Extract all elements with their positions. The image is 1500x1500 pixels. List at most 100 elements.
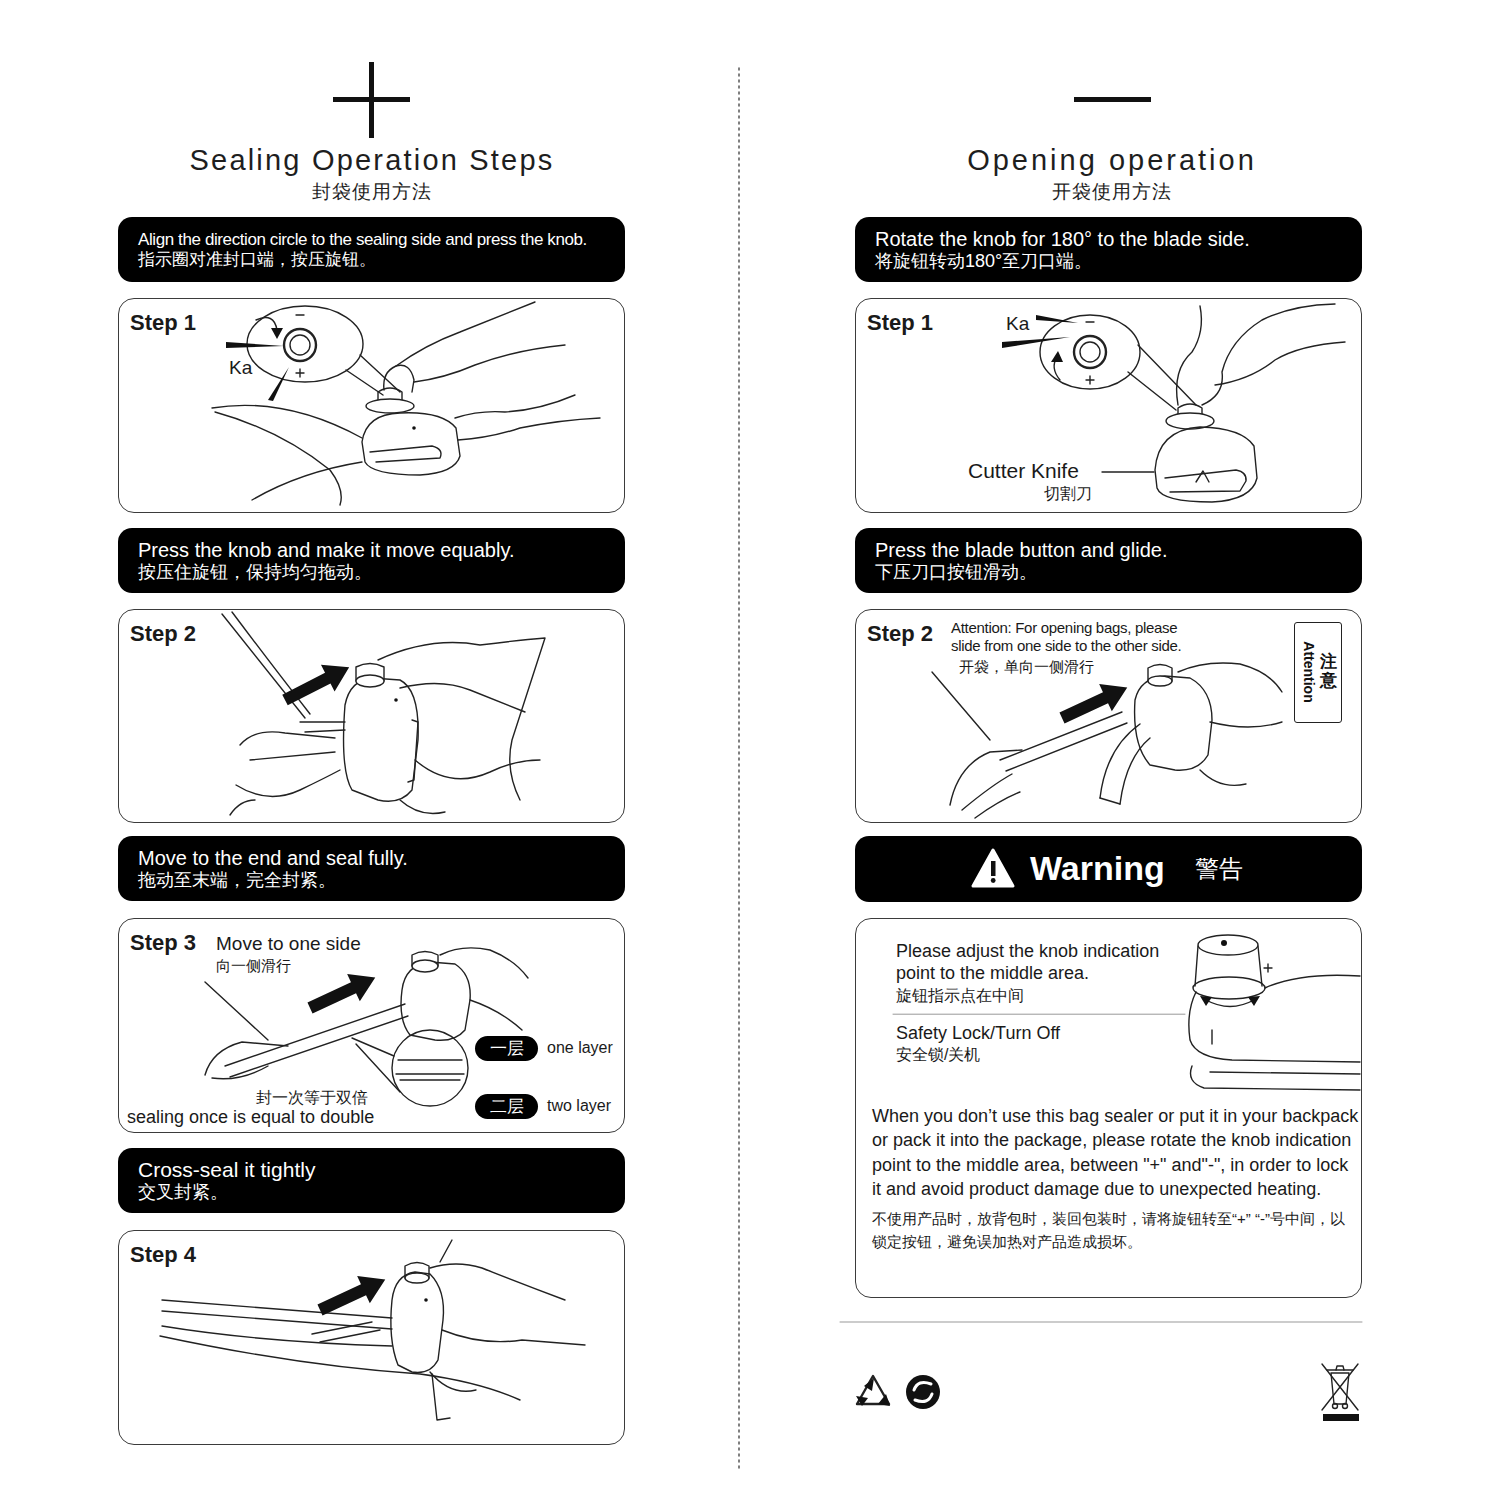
sealing-step1-illustration (414, 345, 565, 382)
sealing-step2-illustration (400, 683, 525, 712)
green-dot-icon (915, 1394, 932, 1402)
sealing-step1-illustration (346, 370, 383, 395)
sealing-step2-illustration (240, 732, 335, 745)
opening-step2-illustration (932, 663, 1282, 818)
opening-step1-illustration (1196, 471, 1209, 482)
sealing-step2-illustration (230, 800, 255, 815)
step-panel: Step 3Move to one side向一侧滑行one layertwo … (118, 918, 625, 1133)
instruction-text: Press the blade button and glide. (875, 539, 1167, 562)
opening-step1-illustration (1089, 376, 1090, 384)
instruction-text: Cross-seal it tightly (138, 1158, 315, 1182)
sealing-step2-illustration (222, 612, 545, 815)
warning-title: Warning (1030, 849, 1165, 888)
opening-step1-illustration (1155, 427, 1257, 502)
step-panel: Step 2 (118, 609, 625, 823)
footer-rule (840, 1322, 1362, 1323)
opening-step2-illustration (1200, 770, 1246, 785)
sealing-step2-illustration (356, 675, 384, 687)
instruction-text-zh: 交叉封紧。 (138, 1182, 228, 1203)
opening-step1-illustration (1002, 337, 1070, 348)
sealing-step1-illustration (215, 412, 341, 505)
footer-rule (840, 1322, 1362, 1323)
step-panel: Step 1KaCutter Knife切割刀 (855, 298, 1362, 513)
sealing-step1-illustration (247, 306, 363, 382)
sealing-step3-illustration (398, 1059, 462, 1060)
opening-step2-illustration (950, 750, 1022, 805)
column-divider (739, 68, 740, 1470)
opening-step2-illustration (1210, 722, 1282, 727)
sealing-step2-illustration (408, 720, 418, 782)
warning-illustration (1191, 1066, 1361, 1090)
layer-tag-text: 一层 (490, 1039, 524, 1059)
weee-bin-icon (1323, 1414, 1359, 1421)
opening-step2-illustration (1056, 674, 1134, 732)
warning-text-zh: 不使用产品时，放背包时，装回包装时，请将旋钮转至“+” “-”号中间，以锁定按钮… (872, 1208, 1359, 1253)
recycle-icon (856, 1376, 890, 1406)
warning-icon (991, 878, 996, 883)
sealing-step3-illustration (401, 962, 470, 1040)
instruction-bar: Align the direction circle to the sealin… (118, 217, 625, 282)
sealing-step2-illustration (300, 721, 345, 722)
warning-text: When you don’t use this bag sealer or pu… (872, 1104, 1359, 1202)
sealing-step3-illustration (304, 964, 382, 1022)
sealing-step1-illustration (366, 399, 414, 413)
sealing-step1-illustration (296, 314, 304, 315)
plus-symbol (369, 62, 374, 138)
opening-step2-illustration (1135, 676, 1212, 770)
instruction-bar: Press the knob and make it move equably.… (118, 528, 625, 593)
opening-step1-illustration (1215, 342, 1345, 385)
sealing-step1-illustration (284, 329, 316, 361)
opening-step2-illustration (1000, 712, 1122, 760)
sealing-step1-illustration (455, 395, 575, 418)
layer-tag-text: 二层 (490, 1097, 524, 1117)
sealing-step1-illustration (290, 335, 310, 355)
sealing-step1-illustration (271, 328, 283, 339)
weee-bin-icon (1331, 1373, 1349, 1404)
sealing-step1-illustration (370, 446, 441, 462)
sealing-step3-illustration (205, 1042, 288, 1075)
sealing-step2-illustration (236, 770, 340, 796)
sealing-step4-illustration (432, 1374, 450, 1420)
instruction-text-zh: 下压刀口按钮滑动。 (875, 562, 1037, 583)
layer-caption: two layer (547, 1097, 611, 1115)
sealing-step1-illustration (396, 302, 535, 366)
warning-illustration (1193, 977, 1265, 999)
sealing-step3-illustration (440, 948, 528, 978)
sealing-step4-illustration (442, 1330, 585, 1345)
instruction-text: Rotate the knob for 180° to the blade si… (875, 228, 1250, 251)
instruction-bar: Cross-seal it tightly交叉封紧。 (118, 1148, 625, 1213)
section-title-zh: 开袋使用方法 (1052, 181, 1172, 203)
instruction-text-zh: 指示圈对准封口端，按压旋钮。 (138, 250, 376, 270)
sealing-step2-illustration (378, 638, 545, 800)
warning-illustration (893, 935, 1360, 1090)
knob-note-zh: 旋钮指示点在中间 (896, 987, 1024, 1005)
instruction-text-zh: 按压住旋钮，保持均匀拖动。 (138, 562, 372, 583)
warning-illustration (1189, 992, 1360, 1062)
sealing-step3-illustration (356, 1044, 400, 1092)
seal-note-zh: 封一次等于双倍 (256, 1089, 368, 1107)
green-dot-icon (906, 1375, 940, 1409)
warning-icon (973, 850, 1013, 886)
sealing-step3-illustration (396, 1073, 464, 1074)
opening-step2-illustration (1100, 798, 1120, 804)
click-sound-label: Ka (1006, 313, 1029, 335)
step-panel: Step 4 (118, 1230, 625, 1445)
recycle-icon (856, 1396, 868, 1406)
opening-step2-illustration (1178, 663, 1282, 692)
weee-bin-icon (1333, 1404, 1338, 1409)
opening-step1-illustration (1177, 306, 1202, 405)
weee-bin-icon (1343, 1404, 1348, 1409)
warning-icon (973, 850, 1013, 886)
green-dot-icon (906, 1375, 940, 1409)
sealing-step1-illustration (362, 413, 460, 475)
opening-step2-illustration (1100, 724, 1140, 798)
knob-note: Please adjust the knob indication point … (896, 941, 1181, 984)
sealing-step4-illustration (405, 1273, 429, 1283)
sealing-step4-illustration (312, 1322, 372, 1334)
warning-title-zh: 警告 (1195, 855, 1243, 883)
sealing-step4-illustration (162, 1311, 392, 1329)
warning-illustration (1265, 975, 1360, 988)
sealing-step4-illustration (440, 1240, 452, 1262)
opening-step2-illustration (975, 792, 1020, 818)
opening-step2-illustration (932, 672, 990, 740)
